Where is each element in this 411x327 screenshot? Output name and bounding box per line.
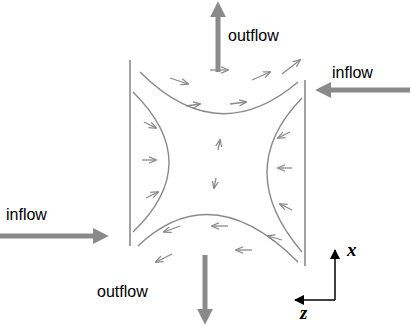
flow-label: outflow	[97, 283, 148, 301]
region-edges	[130, 60, 305, 266]
axis-label: z	[300, 303, 307, 324]
axis-arrows	[295, 250, 335, 300]
flow-label: inflow	[6, 206, 47, 224]
axis-label: x	[347, 240, 357, 261]
flow-vectors	[142, 60, 300, 262]
flow-arrows	[0, 14, 410, 312]
flow-label: outflow	[228, 27, 279, 45]
separatrix-curves	[133, 72, 302, 262]
flow-label: inflow	[332, 64, 373, 82]
